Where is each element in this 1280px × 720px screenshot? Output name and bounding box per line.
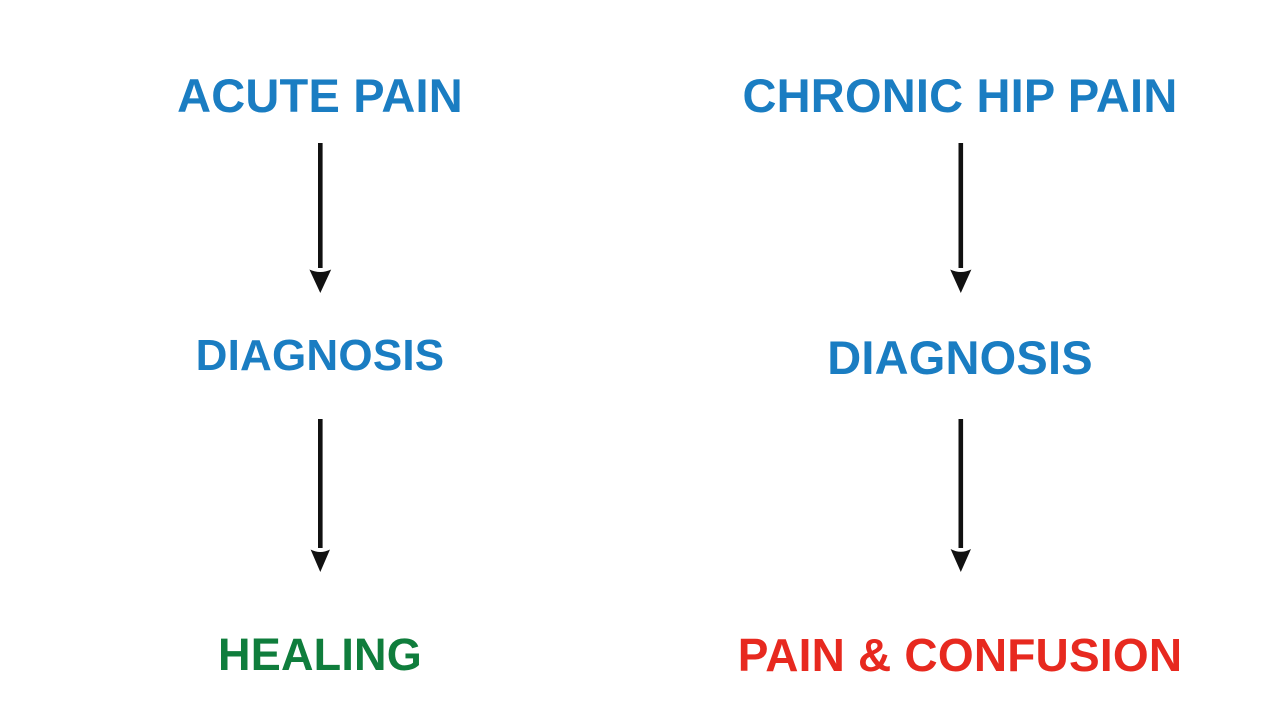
node-healing: HEALING [218,629,422,680]
node-diagnosis-chronic: DIAGNOSIS [827,331,1093,384]
flow-column-acute-pain: ACUTE PAIN DIAGNOSIS HEALING [177,69,463,680]
down-arrow-icon-diagnosis-to-pain-confusion [943,419,979,572]
down-arrow-icon-diagnosis-to-healing [302,419,338,572]
node-chronic-hip-pain: CHRONIC HIP PAIN [742,69,1178,122]
node-acute-pain: ACUTE PAIN [177,69,463,122]
node-diagnosis-acute: DIAGNOSIS [195,331,445,380]
flow-column-chronic-hip-pain: CHRONIC HIP PAIN DIAGNOSIS PAIN & CONFUS… [640,0,1280,720]
node-pain-and-confusion: PAIN & CONFUSION [737,629,1183,681]
down-arrow-icon-chronic-to-diagnosis [943,143,979,293]
down-arrow-icon-acute-to-diagnosis [302,143,338,293]
